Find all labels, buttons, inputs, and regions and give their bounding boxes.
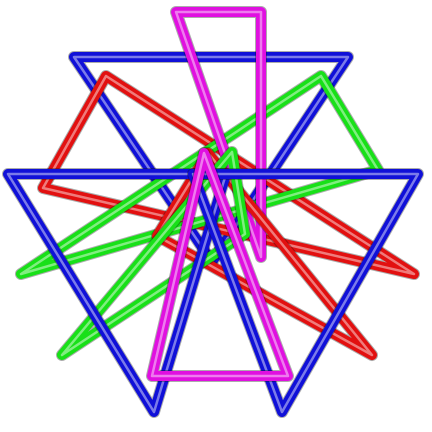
magenta-triangle-lower — [146, 147, 294, 382]
blue-triangle-right — [187, 168, 424, 418]
blue-triangle-upper — [68, 51, 354, 268]
magenta-triangle-upper — [170, 6, 267, 263]
green-triangle-lower — [56, 146, 251, 361]
red-triangle-lower — [151, 147, 378, 361]
shapes-layer — [2, 6, 424, 418]
blue-triangle-left — [2, 168, 232, 418]
